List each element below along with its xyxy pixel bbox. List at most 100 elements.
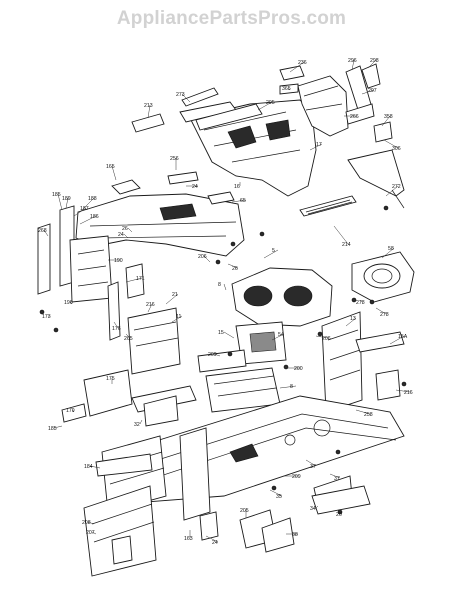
callout-leader <box>203 255 211 263</box>
fender-dashboard <box>37 171 357 341</box>
callout-leader <box>181 93 191 103</box>
callout-leader <box>305 459 317 467</box>
callout-label: 13 <box>350 316 356 322</box>
callout-leader <box>329 473 341 479</box>
callout-leader <box>231 199 247 203</box>
callout-leader <box>79 215 97 225</box>
callout-label: 185 <box>48 426 57 432</box>
callout-label: 189 <box>62 196 71 202</box>
callout-leader <box>315 505 319 509</box>
callout-leader <box>125 277 143 283</box>
callout-label: 278 <box>380 312 389 318</box>
callout-label: 306 <box>392 146 401 152</box>
callout-leader <box>345 317 357 327</box>
callout-label: 24 <box>212 540 218 546</box>
hood-assembly <box>131 63 405 209</box>
callout-leader <box>69 301 73 305</box>
callout-leader <box>375 307 387 315</box>
callout-label: 365 <box>282 86 291 92</box>
callout-label: 163 <box>184 536 193 542</box>
callout-label: 358 <box>384 114 393 120</box>
callout-label: 38 <box>292 532 298 538</box>
callout-label: 207 <box>86 530 95 536</box>
callout-leader <box>205 535 219 543</box>
callout-label: 17 <box>316 142 322 148</box>
callout-label: 258 <box>364 412 373 418</box>
callout-label: 171 <box>136 276 145 282</box>
callout-label: 278 <box>356 300 365 306</box>
callout-leader <box>355 409 371 415</box>
callout-label: 65 <box>240 198 246 204</box>
callout-label: 208 <box>82 520 91 526</box>
callout-leader <box>139 419 143 425</box>
engine-shroud <box>231 251 415 365</box>
callout-label: 296 <box>348 58 357 64</box>
callout-leader <box>87 521 95 525</box>
callout-label: 26 <box>122 226 128 232</box>
callout-leader <box>271 333 285 341</box>
callout-label: 256 <box>170 156 179 162</box>
callout-leader <box>147 104 151 119</box>
callout-leader <box>339 511 343 515</box>
callout-label: 273 <box>176 92 185 98</box>
callout-leader <box>395 389 411 393</box>
callout-leader <box>171 315 183 323</box>
callout-leader <box>361 89 375 95</box>
callout-label: 58 <box>388 246 394 252</box>
callout-leader <box>227 263 239 269</box>
callout-leader <box>73 207 87 217</box>
callout-label: 26 <box>232 266 238 272</box>
callout-label: 8 <box>290 384 293 390</box>
callout-label: 214 <box>342 242 351 248</box>
callout-leader <box>223 331 235 339</box>
callout-label: 175 <box>106 376 115 382</box>
callout-label: 265 <box>124 336 133 342</box>
callout-label: 5 <box>272 248 275 254</box>
callout-label: 196 <box>64 300 73 306</box>
callout-leader <box>381 115 391 127</box>
callout-label: 297 <box>368 88 377 94</box>
callout-label: 200 <box>294 366 303 372</box>
callout-label: 179 <box>66 408 75 414</box>
callout-label: 272 <box>392 184 401 190</box>
callout-leader <box>289 61 305 73</box>
callout-label: 213 <box>144 103 153 109</box>
callout-label: 295 <box>266 100 275 106</box>
callout-label: 165 <box>106 164 115 170</box>
callout-leader <box>57 193 63 211</box>
main-frame <box>83 395 405 577</box>
callout-label: 206 <box>322 336 331 342</box>
callout-label: 209 <box>208 352 217 358</box>
callout-leader <box>333 225 349 245</box>
callout-leader <box>389 335 405 345</box>
callout-leader <box>287 87 291 91</box>
callout-leader <box>43 229 49 237</box>
callout-leader <box>65 197 69 209</box>
callout-leader <box>147 303 153 313</box>
callout-leader <box>127 227 133 233</box>
callout-leader <box>381 247 395 259</box>
callout-leader <box>113 321 119 329</box>
callout-label: 21 <box>172 292 178 298</box>
callout-label: 37 <box>310 464 316 470</box>
callout-label: 8 <box>218 282 221 288</box>
callout-leader <box>53 425 63 429</box>
callout-label: 188 <box>88 196 97 202</box>
callout-leader <box>223 283 227 291</box>
callout-label: 190 <box>114 258 123 264</box>
callout-leader <box>359 299 363 303</box>
callout-leader <box>309 143 323 151</box>
watermark: AppliancePartsPros.com <box>116 8 347 29</box>
callout-label: 298 <box>370 58 379 64</box>
callout-label: 184 <box>84 464 93 470</box>
callout-leader <box>351 59 355 71</box>
callout-leader <box>79 197 95 213</box>
callout-label: 15A <box>398 334 408 340</box>
callout-label: 216 <box>404 390 413 396</box>
callout-label: 26 <box>336 512 342 518</box>
callout-label: 205 <box>240 508 249 514</box>
callout-leader <box>71 409 75 413</box>
callout-leader <box>383 139 399 149</box>
